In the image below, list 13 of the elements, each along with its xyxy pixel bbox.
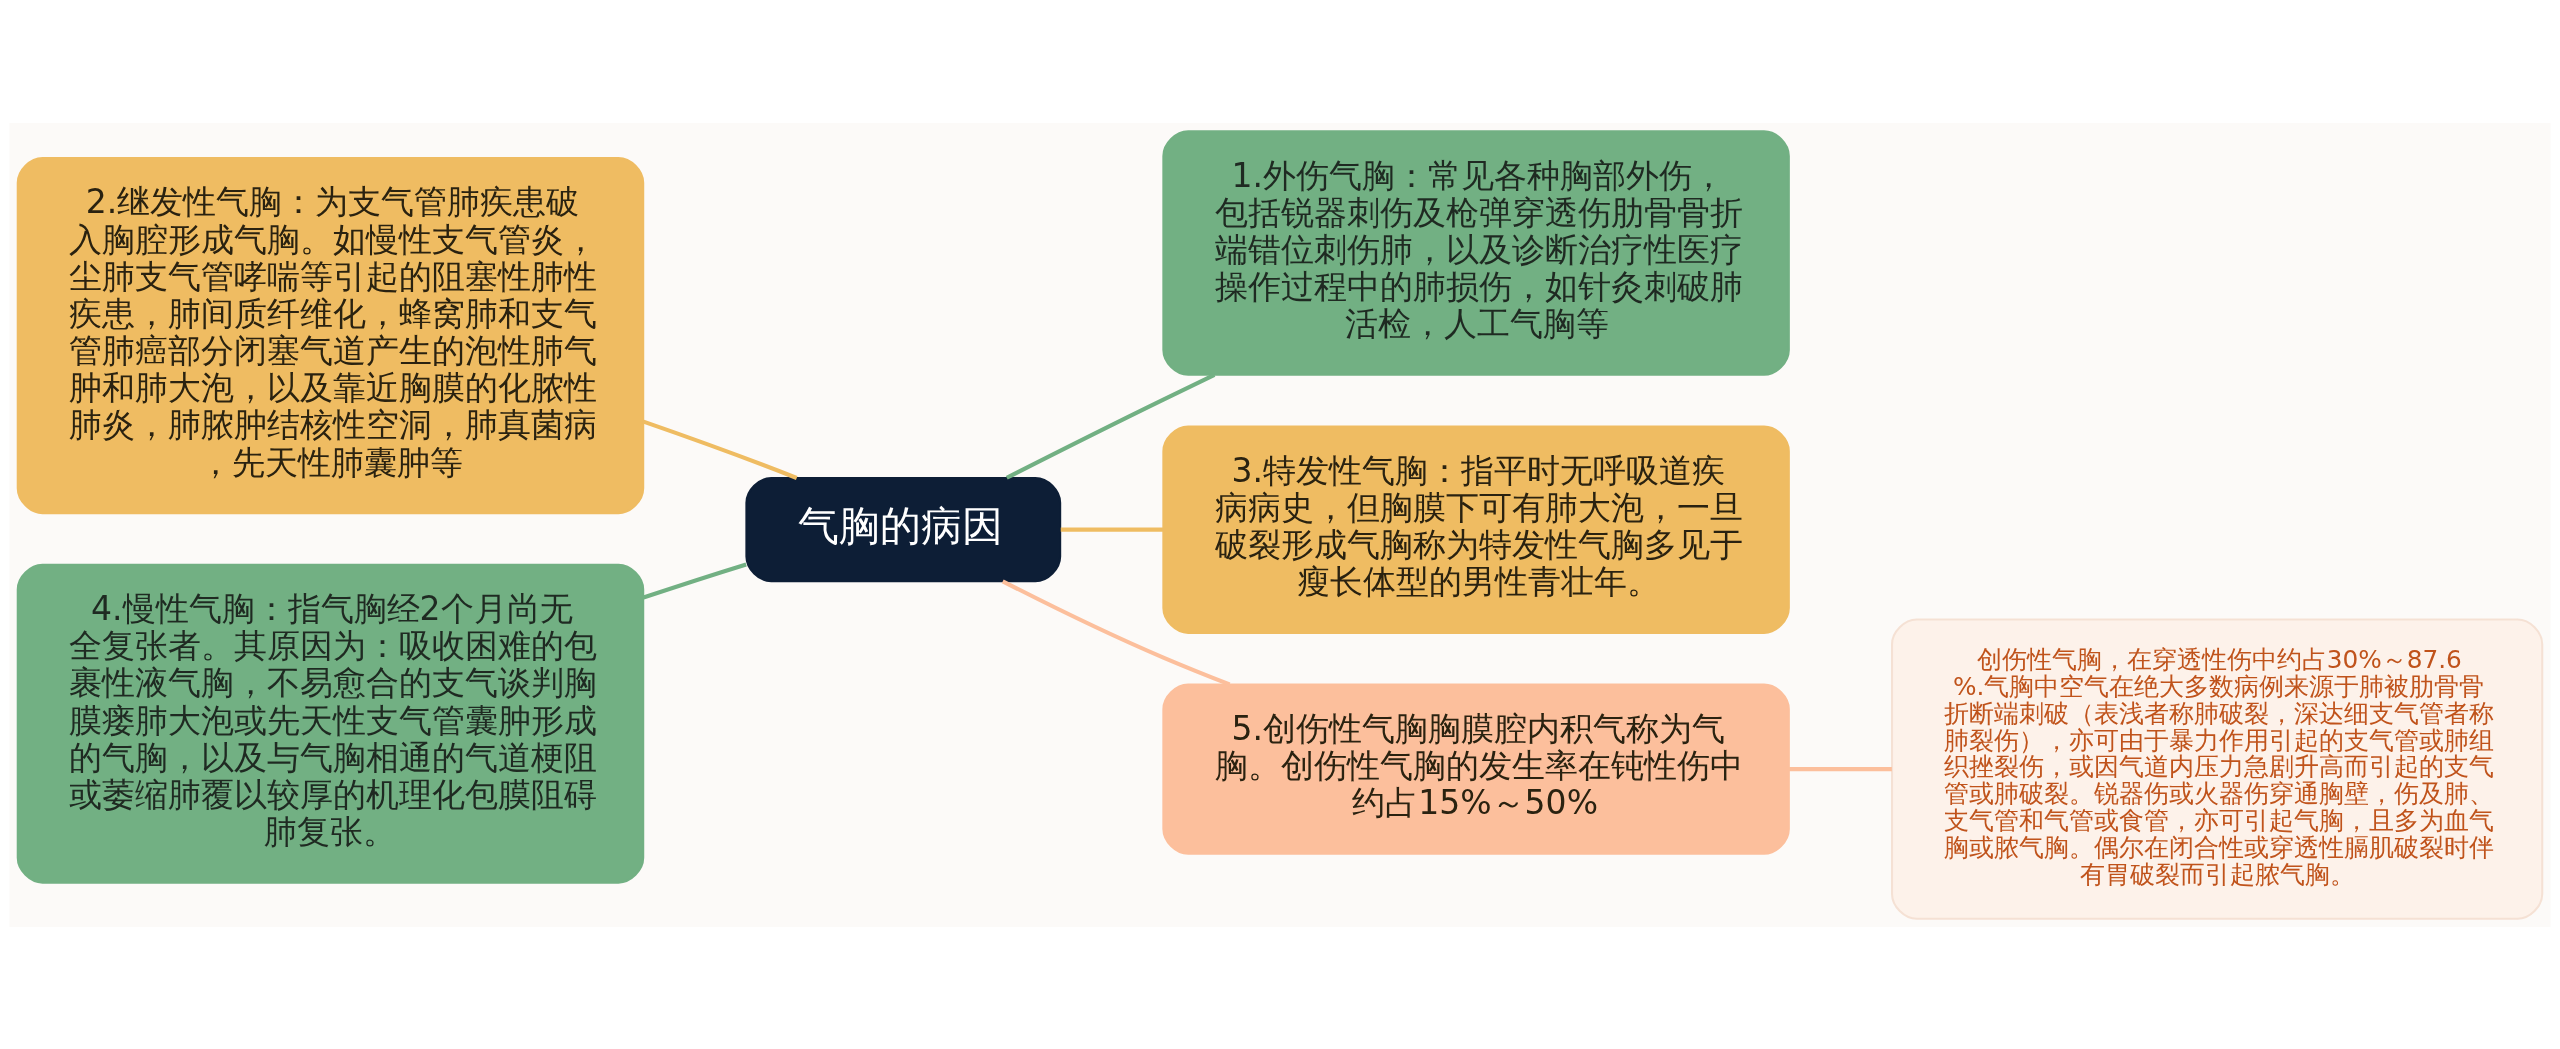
connector [1060, 527, 1164, 532]
node-box: 3.特发性气胸：指平时无呼吸道疾病病史，但胸膜下可有肺大泡，一旦破裂形成气胸称为特发性气胸多见于瘦长体型的男性青壮年。 [1162, 424, 1790, 634]
node-box: 4.慢性气胸：指气胸经2个月尚无全复张者。其原因为：吸收困难的包裹性液气胸，不易愈合的支气谈判胸膜瘘肺大泡或先天性支气管囊肿形成的气胸，以及与气胸相通的气道梗阻或萎缩肺覆以较厚的机理化包膜阻碍肺复张。 [16, 563, 645, 884]
connector [642, 561, 747, 599]
connector [1789, 766, 1892, 771]
connector [1005, 372, 1216, 480]
connector [1001, 578, 1231, 686]
node-box: 5.创伤性气胸胸膜腔内积气称为气胸。创伤性气胸的发生率在钝性伤中约占15%～50% [1162, 682, 1790, 855]
node-box: 2.继发性气胸：为支气管肺疾患破入胸腔形成气胸。如慢性支气管炎，尘肺支气管哮喘等引起的阻塞性肺性疾患，肺间质纤维化，蜂窝肺和支气管肺癌部分闭塞气道产生的泡性肺气肿和肺大泡，以及靠近胸膜的化脓性肺炎，肺脓肿结核性空洞，肺真菌病，先天性肺囊肿等 [16, 156, 645, 514]
node-box: 1.外伤气胸：常见各种胸部外伤，包括锐器刺伤及枪弹穿透伤肋骨骨折端错位刺伤肺，以及诊断治疗性医疗操作过程中的肺损伤，如针灸刺破肺活检，人工气胸等 [1162, 129, 1790, 376]
connector [642, 419, 798, 480]
node-box: 创伤性气胸，在穿透性伤中约占30%～87.6%.气胸中空气在绝大多数病例来源于肺被肋骨骨折断端刺破（表浅者称肺破裂，深达细支气管者称肺裂伤），亦可由于暴力作用引起的支气管或肺组织挫裂伤，或因气道内压力急剧升高而引起的支气管或肺破裂。锐器伤或火器伤穿通胸壁，伤及肺、支气管和气管或食管，亦可引起气胸，且多为血气胸或脓气胸。偶尔在闭合性或穿透性膈肌破裂时伴有胃破裂而引起脓气胸。 [1891, 617, 2544, 920]
node-box: 气胸的病因 [745, 476, 1062, 582]
